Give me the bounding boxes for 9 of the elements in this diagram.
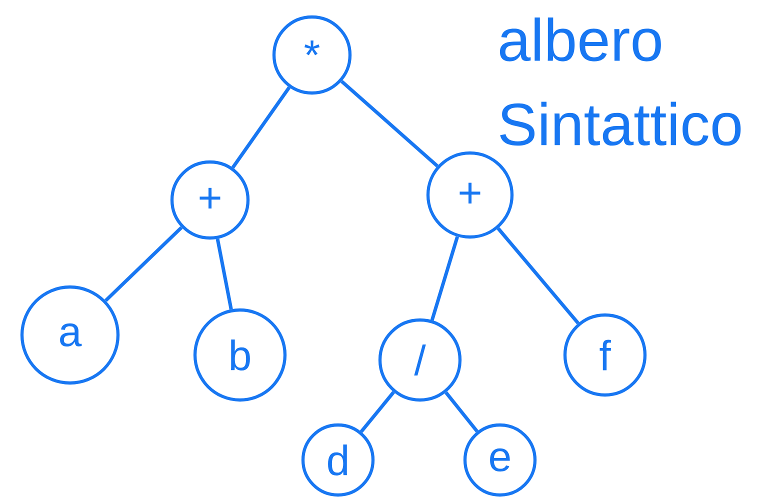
tree-branch <box>360 391 395 433</box>
tree-branch <box>231 86 291 169</box>
tree-branch <box>430 236 460 321</box>
tree-branch <box>104 226 183 302</box>
tree-branch <box>496 227 580 324</box>
tree-branch <box>340 80 439 168</box>
tree-branch <box>216 238 233 310</box>
tree-branch <box>444 391 479 433</box>
title: albero Sintattico <box>500 17 741 146</box>
